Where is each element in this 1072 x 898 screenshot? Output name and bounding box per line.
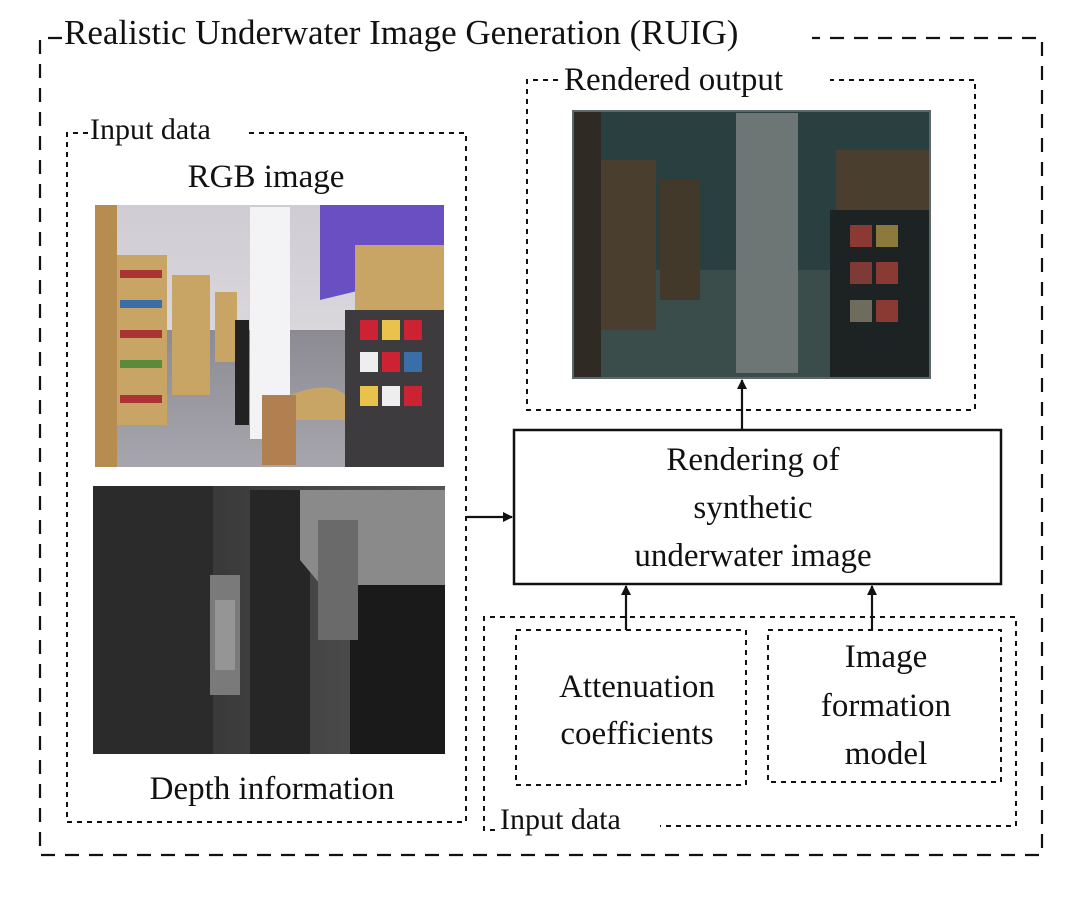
outer-title: Realistic Underwater Image Generation (R…: [64, 13, 738, 52]
input-data-bottom-frame: Input data: [483, 616, 1017, 836]
depth-image: [93, 486, 445, 754]
connector-arrows: [466, 379, 877, 630]
rgb-image: [95, 205, 444, 467]
rendered-output-image: [572, 110, 931, 379]
attenuation-line-1: Attenuation: [559, 669, 715, 705]
input-data-left-frame: Input data RGB image Depth information: [66, 113, 467, 823]
rendered-output-title: Rendered output: [564, 62, 783, 98]
process-line-2: synthetic: [693, 490, 812, 526]
process-line-3: underwater image: [634, 538, 871, 574]
depth-information-label: Depth information: [150, 771, 395, 807]
model-line-2: formation: [821, 688, 951, 724]
model-line-1: Image: [845, 639, 927, 675]
rendering-process-box: Rendering of synthetic underwater image: [512, 428, 1003, 586]
rgb-image-label: RGB image: [188, 159, 345, 195]
rendered-output-frame: Rendered output: [526, 62, 976, 411]
model-line-3: model: [845, 736, 927, 772]
attenuation-line-2: coefficients: [560, 716, 713, 752]
process-line-1: Rendering of: [666, 442, 839, 478]
image-formation-model-box: Image formation model: [767, 629, 1002, 783]
input-data-left-title: Input data: [90, 113, 211, 146]
input-data-bottom-title: Input data: [500, 803, 621, 836]
outer-frame: Realistic Underwater Image Generation (R…: [38, 13, 1044, 857]
attenuation-coefficients-box: Attenuation coefficients: [515, 629, 747, 786]
